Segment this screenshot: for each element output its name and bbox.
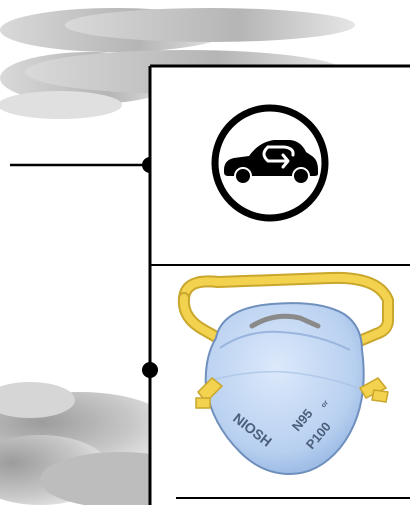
car-air-recirculation-icon xyxy=(211,104,329,222)
timeline-dot-bottom xyxy=(142,362,158,378)
n95-respirator-icon: NIOSH N95 or P100 xyxy=(177,271,395,476)
mask-text-or: or xyxy=(320,399,330,409)
